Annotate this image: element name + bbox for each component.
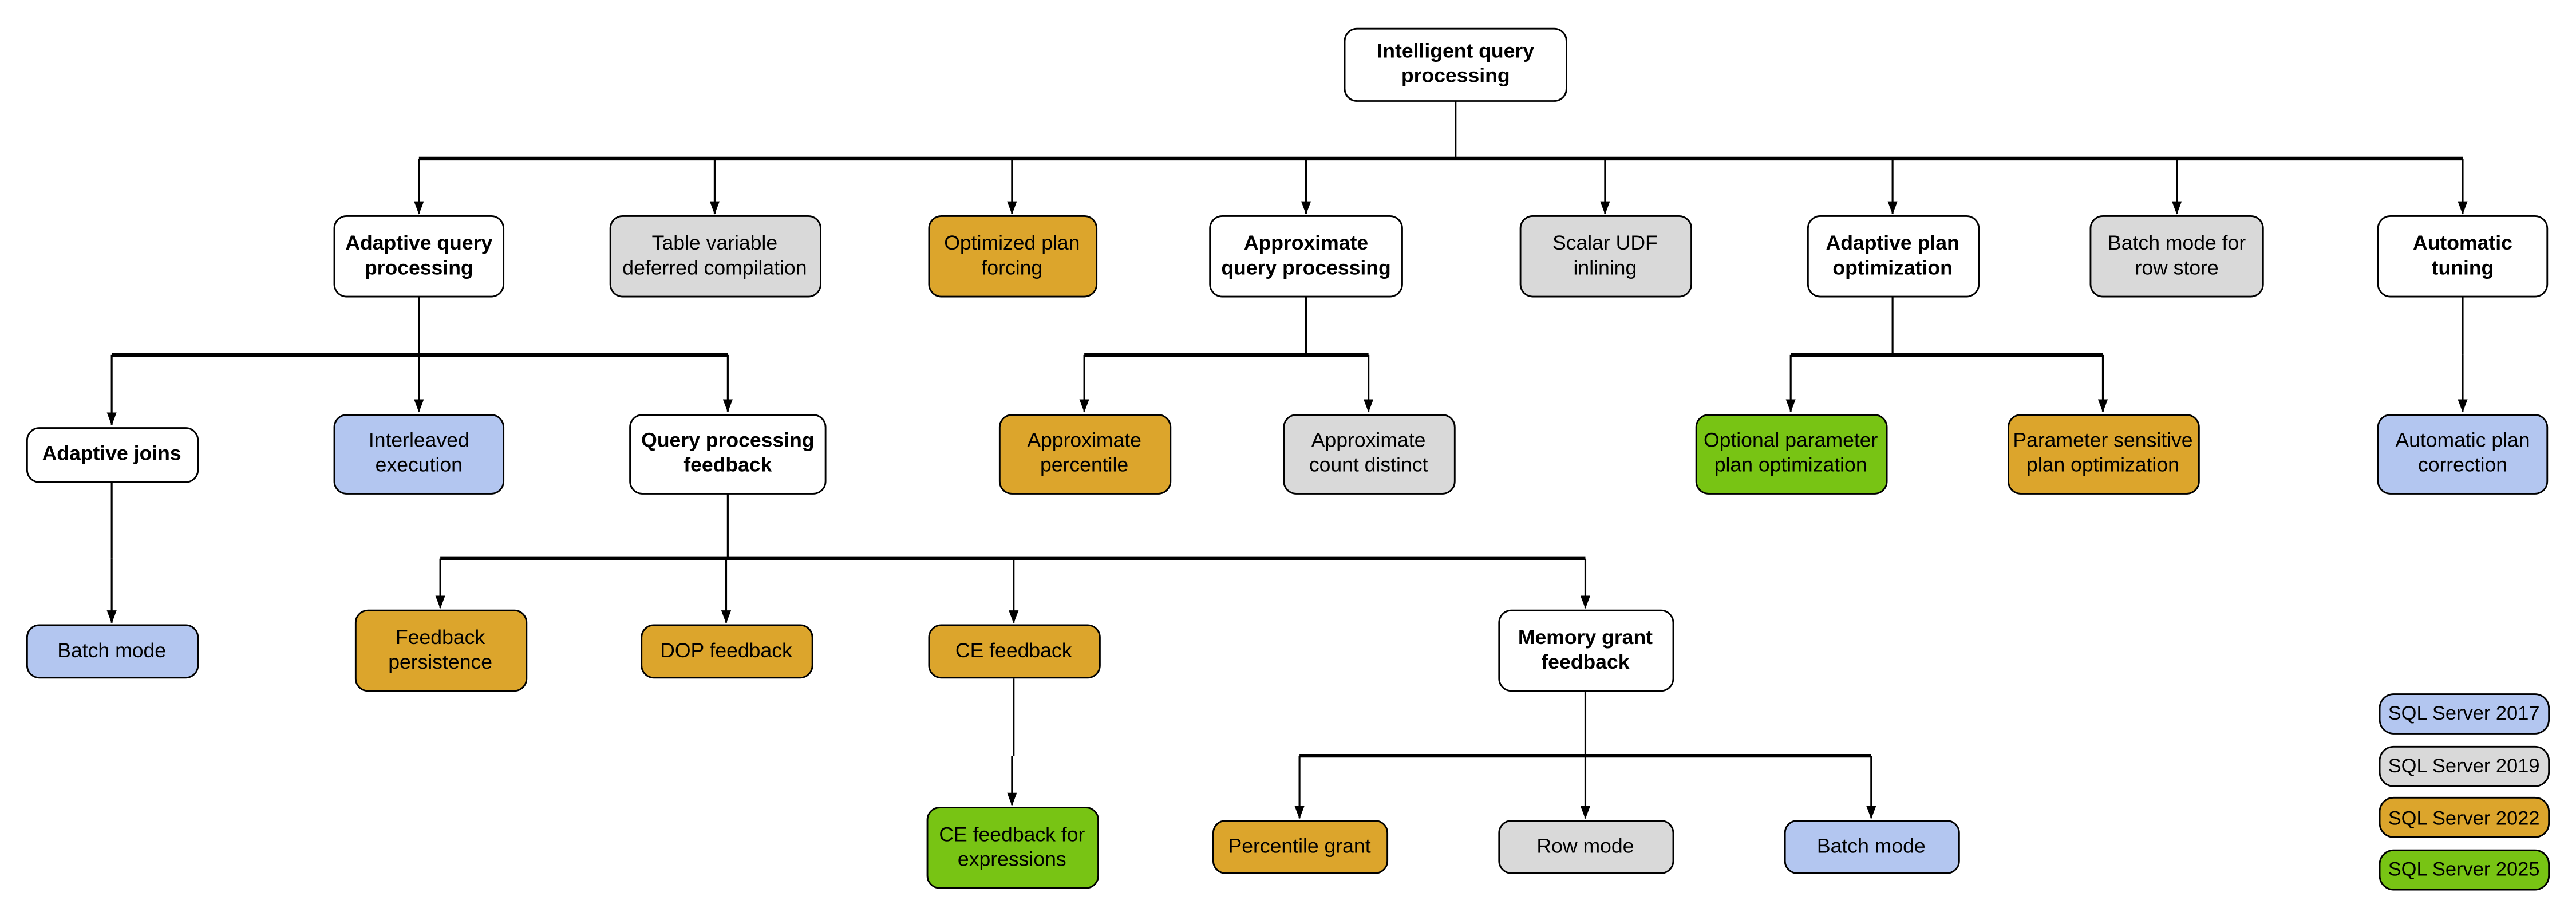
node-adaptive-plan-opt: Adaptive plan optimization xyxy=(1806,215,1979,298)
node-mgf: Memory grant feedback xyxy=(1497,609,1673,692)
node-ce-expr: CE feedback for expressions xyxy=(926,807,1099,889)
node-opf: Optimized plan forcing xyxy=(927,215,1097,298)
node-batch-row-store: Batch mode for row store xyxy=(2089,215,2264,298)
node-pct-grant: Percentile grant xyxy=(1211,820,1388,874)
legend-sql-2017: SQL Server 2017 xyxy=(2379,692,2549,734)
node-table-var: Table variable deferred compilation xyxy=(609,215,821,298)
legend-sql-2022: SQL Server 2022 xyxy=(2379,796,2549,838)
node-approx-qp: Approximate query processing xyxy=(1209,215,1403,298)
node-oppo: Optional parameter plan optimization xyxy=(1694,413,1887,494)
node-interleaved: Interleaved execution xyxy=(333,413,505,494)
node-adaptive-qp: Adaptive query processing xyxy=(333,215,505,298)
node-feedback-persist: Feedback persistence xyxy=(354,609,527,692)
node-auto-tuning: Automatic tuning xyxy=(2377,215,2549,298)
node-dop: DOP feedback xyxy=(639,624,813,679)
node-row-mode: Row mode xyxy=(1497,820,1673,874)
node-pspo: Parameter sensitive plan optimization xyxy=(2006,413,2199,494)
node-batch-mode-1: Batch mode xyxy=(25,624,198,679)
node-iqp: Intelligent query processing xyxy=(1344,27,1567,101)
node-apc: Automatic plan correction xyxy=(2377,413,2549,494)
node-ce: CE feedback xyxy=(927,624,1100,679)
node-approx-pct: Approximate percentile xyxy=(998,413,1171,494)
node-approx-cd: Approximate count distinct xyxy=(1282,413,1455,494)
node-adaptive-joins: Adaptive joins xyxy=(25,426,198,483)
legend-sql-2019: SQL Server 2019 xyxy=(2379,745,2549,787)
node-scalar-udf: Scalar UDF inlining xyxy=(1519,215,1692,298)
node-qpf: Query processing feedback xyxy=(629,413,827,494)
node-batch-mode-2: Batch mode xyxy=(1783,820,1959,874)
legend-sql-2025: SQL Server 2025 xyxy=(2379,848,2549,890)
